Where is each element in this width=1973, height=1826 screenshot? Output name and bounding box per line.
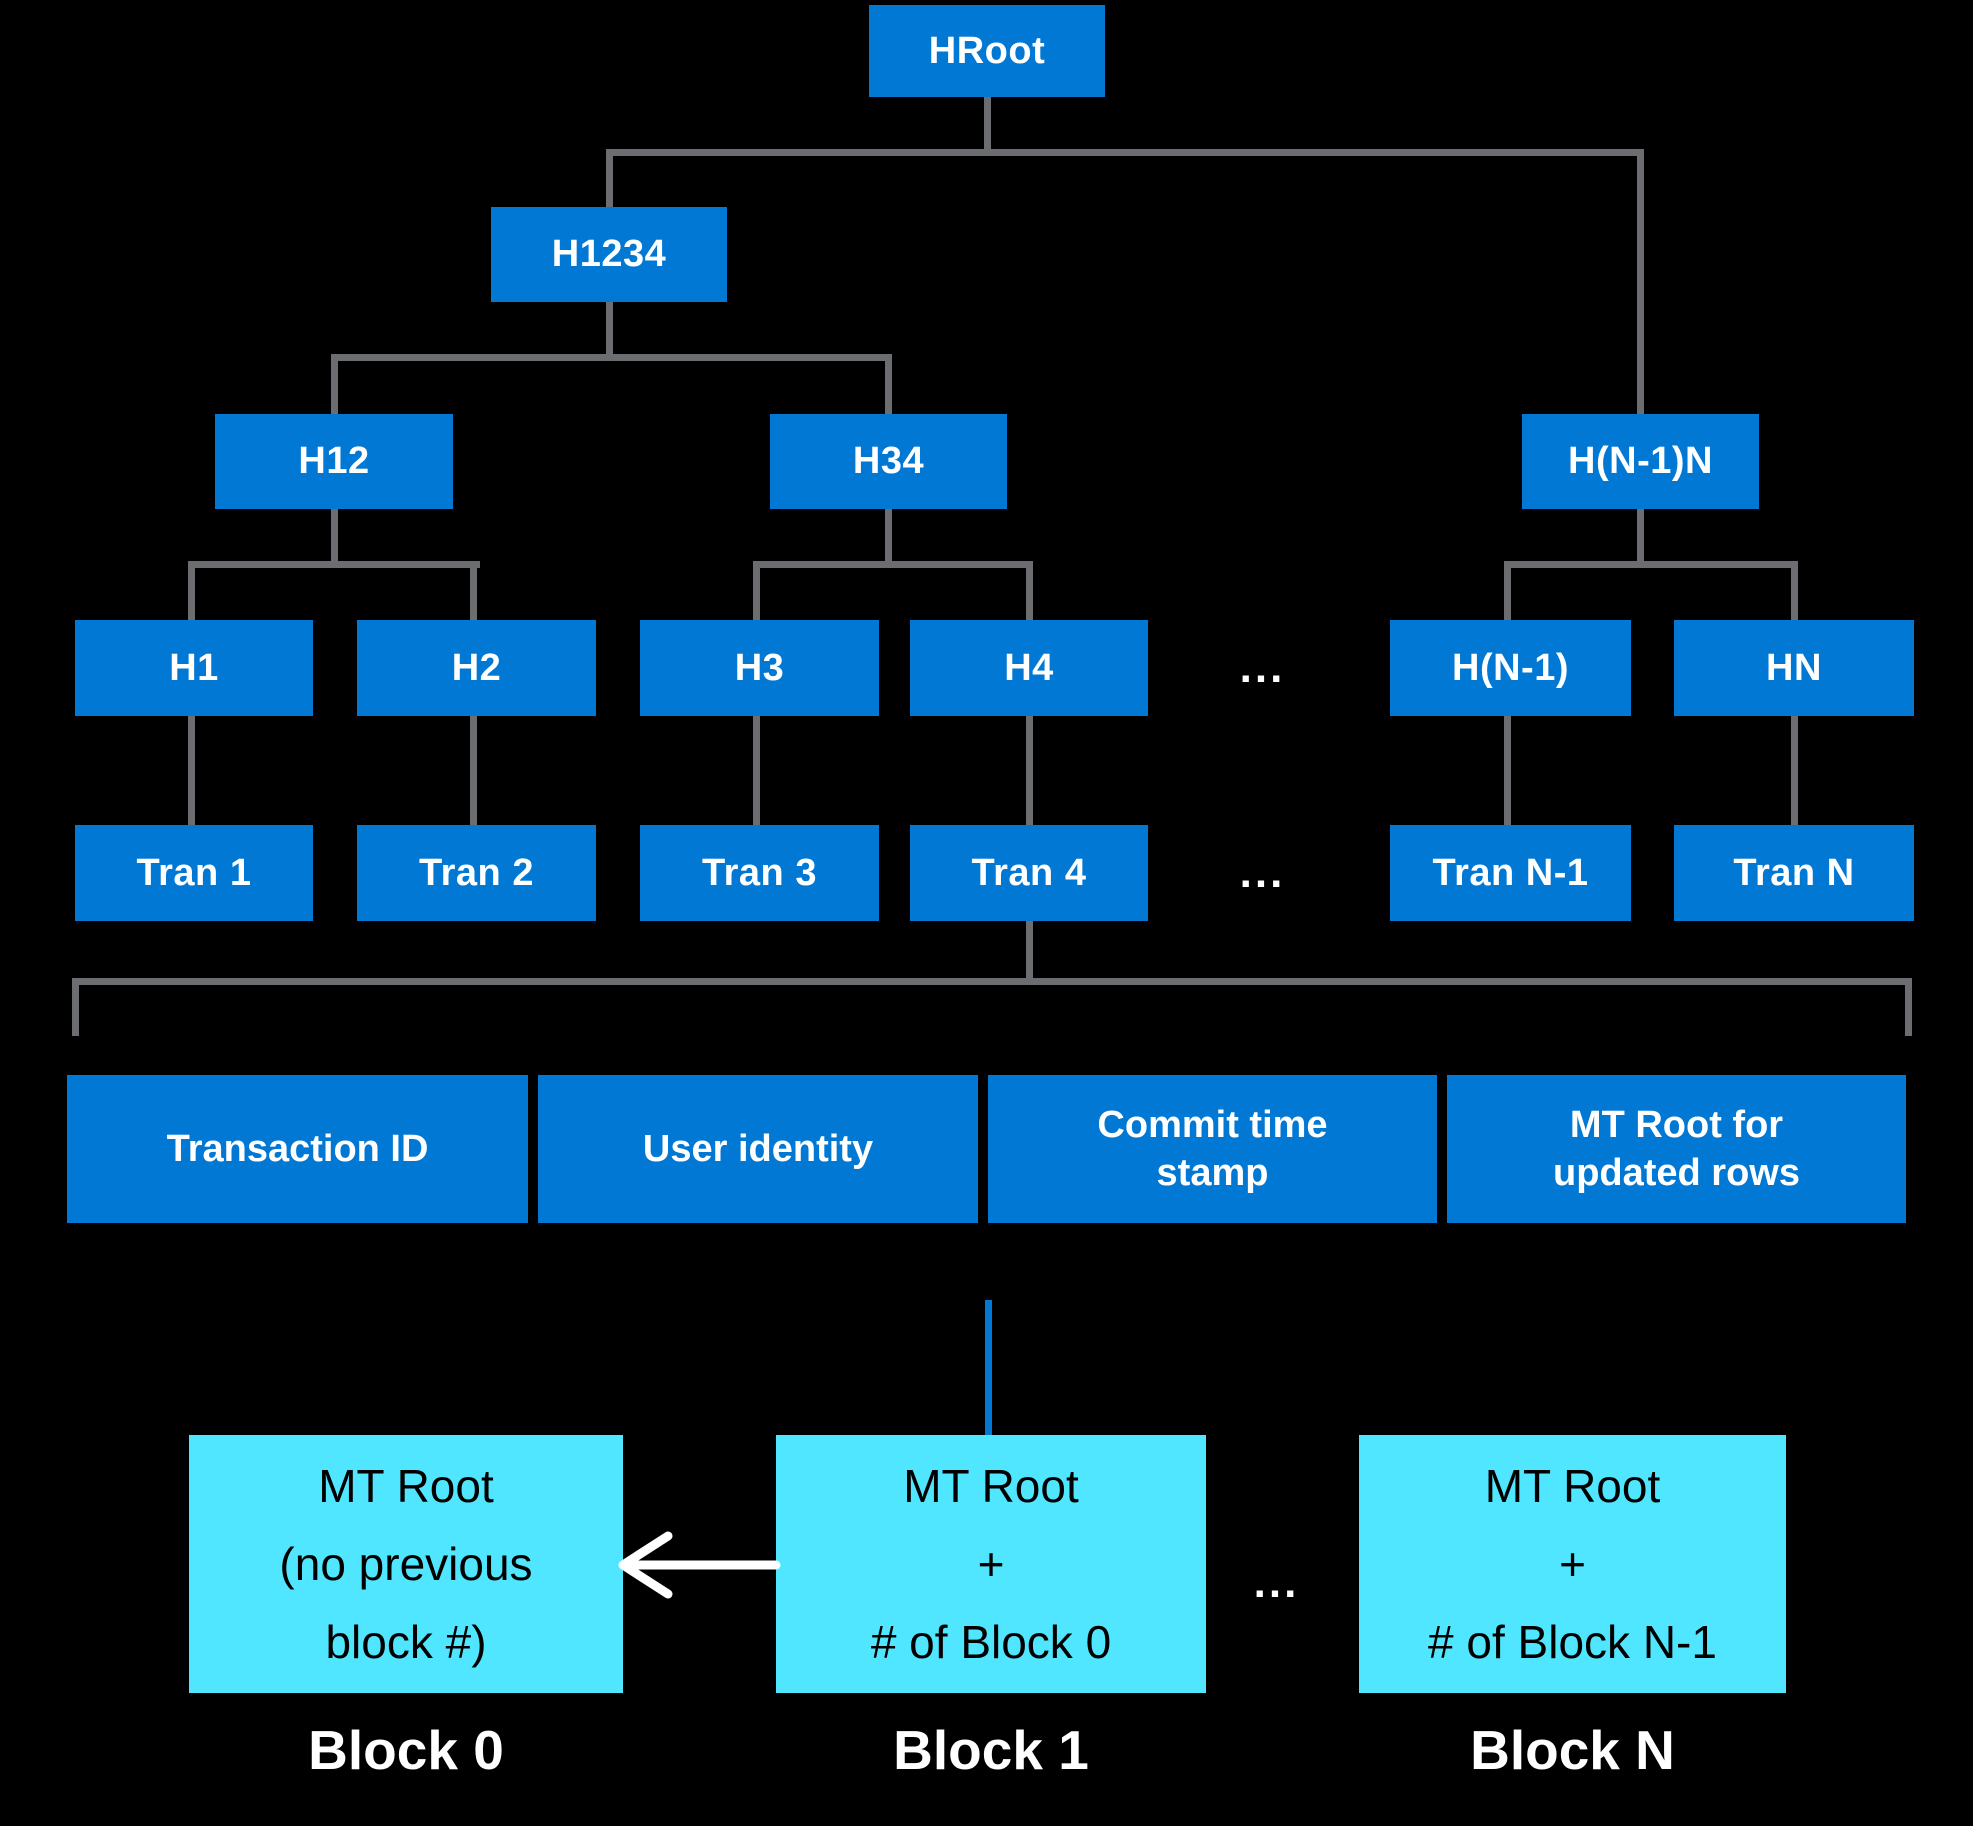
bracket-left-tick	[72, 978, 79, 1036]
block-text: (no previous	[279, 1538, 533, 1590]
block-label-n: Block N	[1470, 1719, 1675, 1781]
tree-node-h1: H1	[75, 620, 313, 716]
record-cell-text: Commit time	[1097, 1104, 1328, 1146]
connector-line	[1504, 716, 1511, 825]
connector-line	[470, 561, 477, 620]
tree-node-hn-1: H(N-1)	[1390, 620, 1631, 716]
tree-node-tran1: Tran 1	[75, 825, 313, 921]
connector-line	[1504, 561, 1798, 568]
block-text: block #)	[325, 1616, 487, 1668]
connector-line	[470, 716, 477, 825]
connector-line	[606, 149, 1644, 156]
connector-line	[331, 354, 892, 361]
connector-line	[885, 509, 892, 568]
tree-node-tran3: Tran 3	[640, 825, 879, 921]
connector-line	[1504, 561, 1511, 620]
block-label-0: Block 0	[308, 1719, 504, 1781]
block-row-ellipsis: ...	[1253, 1558, 1300, 1607]
tree-node-h3: H3	[640, 620, 879, 716]
block-box-n: MT Root + # of Block N-1	[1359, 1435, 1786, 1693]
connector-line	[1637, 149, 1644, 414]
block-link-line	[985, 1300, 992, 1436]
record-cell-text: MT Root for	[1569, 1104, 1784, 1146]
connector-line	[1026, 561, 1033, 620]
connector-line	[188, 561, 480, 568]
record-cell-text: stamp	[1156, 1152, 1269, 1194]
record-cell-transaction-id: Transaction ID	[67, 1075, 528, 1223]
tran-row-ellipsis: ...	[1239, 848, 1286, 897]
connector-line	[331, 354, 338, 414]
tree-node-h4: H4	[910, 620, 1148, 716]
block-box-1: MT Root + # of Block 0	[776, 1435, 1206, 1693]
connector-line	[188, 561, 195, 620]
block-text: MT Root	[903, 1460, 1079, 1512]
connector-line	[1791, 561, 1798, 620]
block-text: MT Root	[318, 1460, 494, 1512]
connector-line	[753, 561, 760, 620]
block-text: MT Root	[1484, 1460, 1661, 1512]
record-cell-text: updated rows	[1552, 1152, 1801, 1194]
connector-line	[606, 302, 613, 361]
record-cell-commit-time-stamp: Commit time stamp	[988, 1075, 1437, 1223]
connector-line	[1026, 716, 1033, 825]
connector-line	[984, 97, 991, 156]
tree-node-tran2: Tran 2	[357, 825, 596, 921]
record-cell-text: Transaction ID	[166, 1128, 429, 1170]
tree-node-h34: H34	[770, 414, 1007, 509]
record-cell-user-identity: User identity	[538, 1075, 978, 1223]
connector-line	[1637, 509, 1644, 568]
connector-line	[188, 716, 195, 825]
bracket-horizontal-line	[72, 978, 1912, 985]
tree-node-hroot: HRoot	[869, 5, 1105, 97]
tree-node-tran4: Tran 4	[910, 825, 1148, 921]
block-text: # of Block N-1	[1428, 1616, 1717, 1668]
connector-line	[885, 354, 892, 414]
block-text: +	[1559, 1538, 1586, 1590]
tree-node-tran-n: Tran N	[1674, 825, 1914, 921]
tree-node-h1234: H1234	[491, 207, 727, 302]
block-label-1: Block 1	[893, 1719, 1089, 1781]
hash-row-ellipsis: ...	[1239, 643, 1286, 692]
tree-node-tran-n-1: Tran N-1	[1390, 825, 1631, 921]
tree-node-h12: H12	[215, 414, 453, 509]
tree-node-hn: HN	[1674, 620, 1914, 716]
connector-line	[753, 561, 1033, 568]
block-text: # of Block 0	[870, 1616, 1112, 1668]
block-box-0: MT Root (no previous block #)	[189, 1435, 623, 1693]
block-text: +	[977, 1538, 1005, 1590]
bracket-stem-line	[1026, 921, 1033, 981]
connector-line	[753, 716, 760, 825]
connector-line	[1791, 716, 1798, 825]
record-cell-text: User identity	[642, 1128, 874, 1170]
tree-node-h2: H2	[357, 620, 596, 716]
connector-line	[606, 149, 613, 207]
bracket-right-tick	[1905, 978, 1912, 1036]
connector-line	[331, 509, 338, 568]
tree-node-hn1n: H(N-1)N	[1522, 414, 1759, 509]
record-cell-mt-root-updated-rows: MT Root for updated rows	[1447, 1075, 1906, 1223]
